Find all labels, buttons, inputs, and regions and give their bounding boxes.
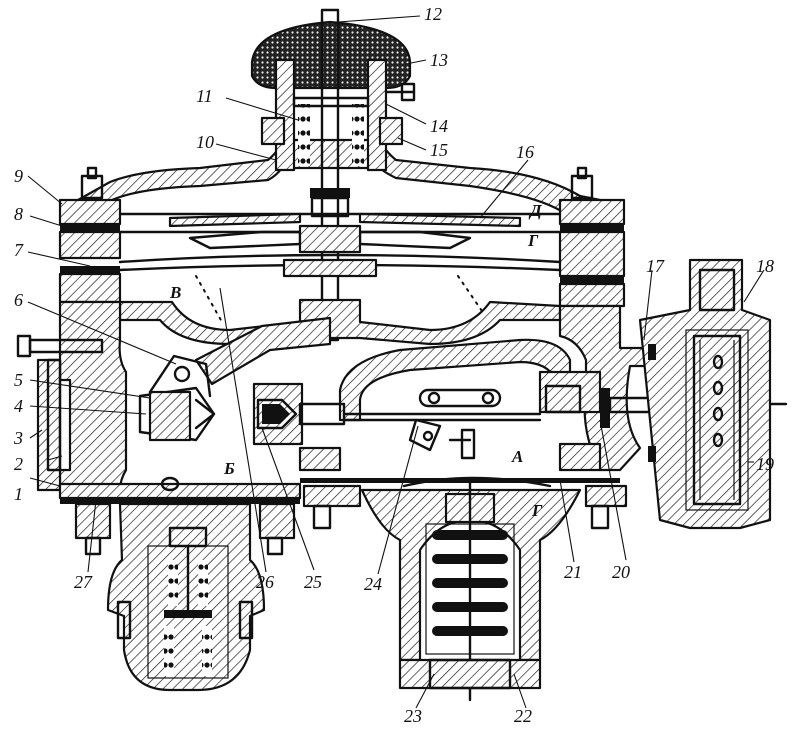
label-8: 8 [14, 204, 23, 224]
part-numbers: 1 2 3 4 5 6 7 8 9 10 11 12 13 14 15 16 1… [13, 4, 774, 726]
label-23: 23 [404, 706, 422, 726]
label-7: 7 [14, 240, 24, 260]
label-21: 21 [564, 562, 582, 582]
label-6: 6 [14, 290, 23, 310]
filter-assembly [638, 258, 788, 530]
label-20: 20 [612, 562, 630, 582]
label-3: 3 [13, 428, 23, 448]
lever-mechanism [342, 388, 542, 460]
label-13: 13 [430, 50, 448, 70]
label-22: 22 [514, 706, 532, 726]
label-16: 16 [516, 142, 534, 162]
label-24: 24 [364, 574, 382, 594]
upper-cover [58, 138, 626, 308]
chamber-a: А [511, 447, 523, 466]
label-27: 27 [74, 572, 93, 592]
label-12: 12 [424, 4, 442, 24]
label-14: 14 [430, 116, 448, 136]
chamber-g-lower: Г [531, 501, 543, 520]
label-17: 17 [646, 256, 665, 276]
lower-spring-housing [360, 476, 582, 702]
label-1: 1 [14, 484, 23, 504]
leader-lines [27, 15, 765, 709]
upper-diaphragm [118, 212, 562, 278]
label-19: 19 [756, 454, 774, 474]
label-25: 25 [304, 572, 322, 592]
lower-diaphragm [300, 476, 628, 530]
linkage-dotted [195, 275, 485, 323]
label-15: 15 [430, 140, 448, 160]
chamber-v: В [169, 283, 181, 302]
label-9: 9 [14, 166, 23, 186]
label-11: 11 [196, 86, 213, 106]
filter-holes [712, 354, 724, 448]
chamber-d: Д [528, 201, 543, 220]
chamber-labels: А Б В Г Д Г [169, 201, 543, 520]
label-2: 2 [14, 454, 23, 474]
label-26: 26 [256, 572, 274, 592]
pilot-body [106, 502, 266, 692]
label-18: 18 [756, 256, 774, 276]
label-10: 10 [196, 132, 214, 152]
spring-housing [250, 8, 416, 342]
chamber-g-upper: Г [527, 231, 539, 250]
label-4: 4 [14, 396, 23, 416]
label-5: 5 [14, 370, 23, 390]
chamber-b: Б [223, 459, 235, 478]
